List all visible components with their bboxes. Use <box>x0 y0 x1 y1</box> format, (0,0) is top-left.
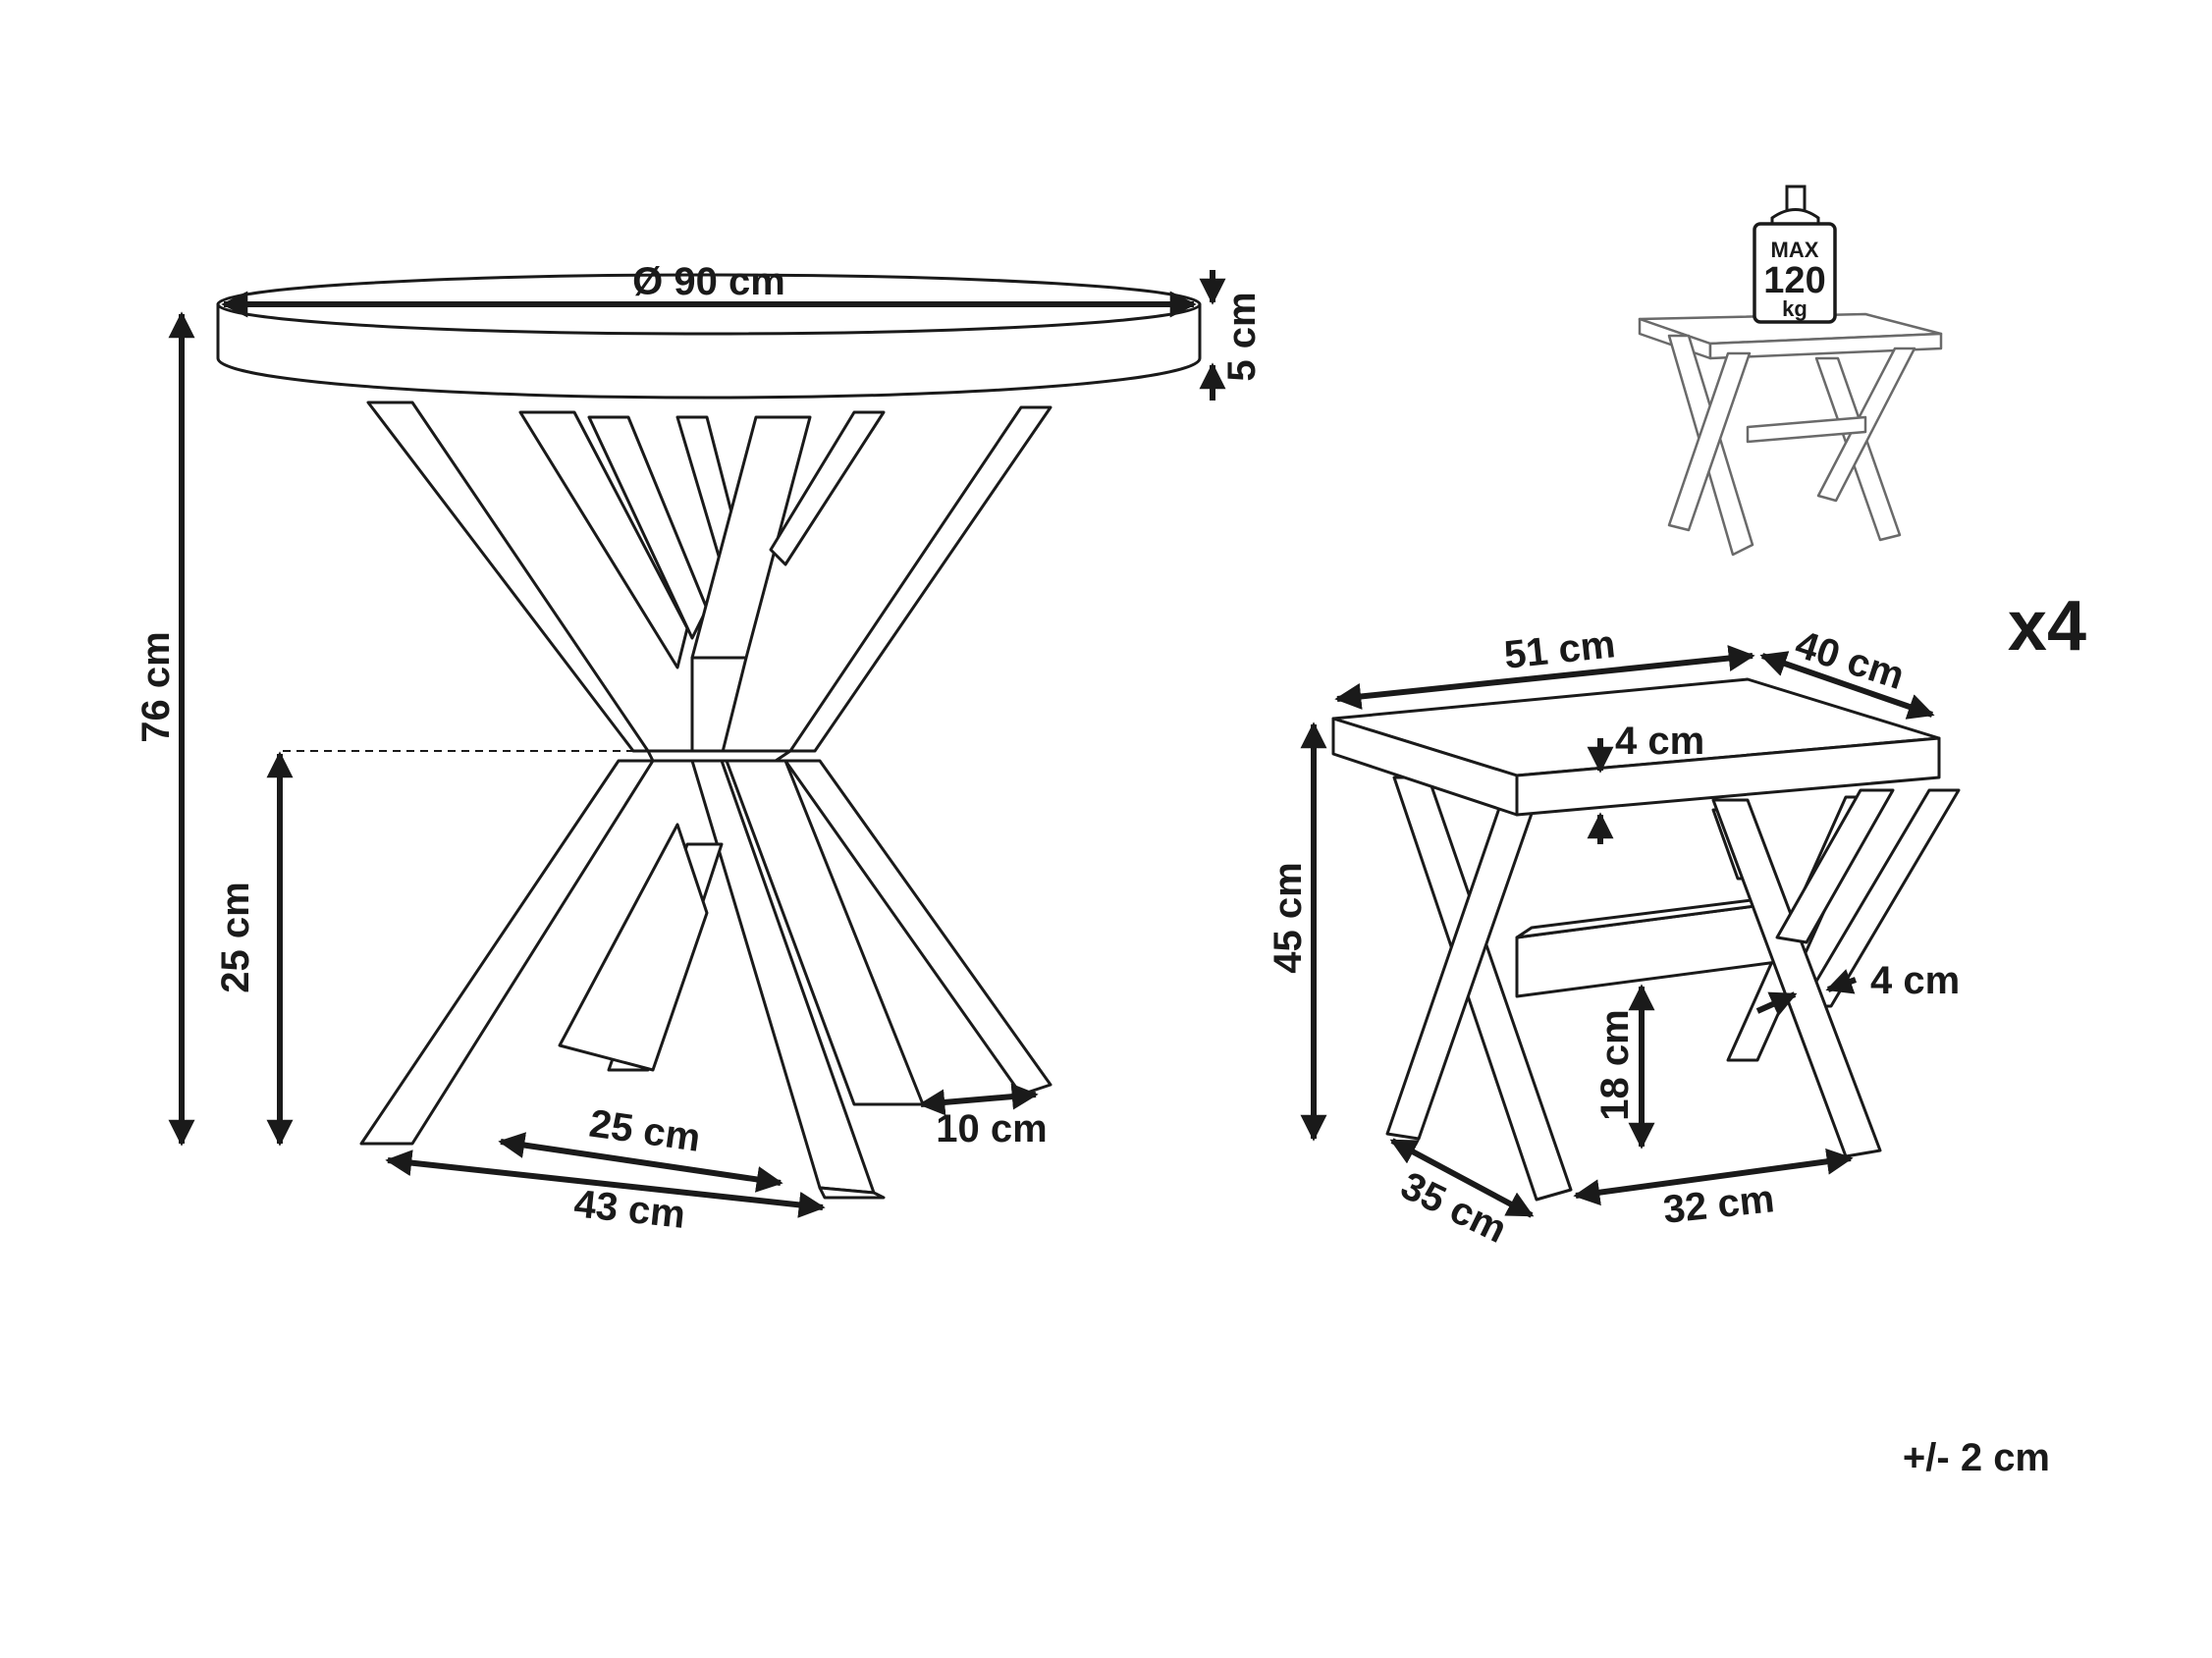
tolerance-note: +/- 2 cm <box>1903 1436 2050 1479</box>
dim-stool-length-arrow <box>1334 645 1755 710</box>
dim-top-thickness-label: 5 cm <box>1220 292 1264 381</box>
round-table-drawing: Ø 90 cm 5 cm 76 cm 25 cm 25 cm 43 cm 10 … <box>135 260 1264 1237</box>
dim-stool-base-depth-arrow <box>1389 1138 1535 1218</box>
dim-stool-base-length-label: 32 cm <box>1661 1177 1776 1232</box>
dim-crossing-height-label: 25 cm <box>214 882 257 992</box>
stool-quantity-label: x4 <box>2008 587 2086 666</box>
dim-stool-leg-outer-arrow <box>1825 969 1858 994</box>
max-load-line3: kg <box>1782 296 1807 321</box>
dim-stool-base-depth-label: 35 cm <box>1394 1164 1513 1252</box>
dim-stool-stretcher-height-label: 18 cm <box>1593 1009 1637 1120</box>
dim-foot-inner-label: 25 cm <box>587 1101 703 1159</box>
dim-leg-width-label: 10 cm <box>936 1107 1047 1150</box>
table-pedestal-legs <box>359 401 1052 1200</box>
dim-stool-width-arrow <box>1759 651 1935 720</box>
max-load-line1: MAX <box>1771 238 1819 262</box>
max-load-weight-icon: MAX 120 kg <box>1753 185 1837 324</box>
stool-load-preview: MAX 120 kg <box>1638 185 1943 557</box>
max-load-line2: 120 <box>1763 260 1825 301</box>
dim-foot-outer-arrow <box>385 1150 826 1218</box>
dim-stool-leg-thickness-label: 4 cm <box>1870 959 1960 1002</box>
dim-table-height-label: 76 cm <box>135 631 178 742</box>
dim-stool-height-label: 45 cm <box>1267 862 1310 973</box>
dim-stool-base-length-arrow <box>1573 1148 1854 1206</box>
dim-stool-top-thickness-label: 4 cm <box>1615 720 1704 763</box>
dim-diameter-label: Ø 90 cm <box>632 260 785 303</box>
dim-stool-leg-inner-arrow <box>1755 991 1798 1017</box>
dim-leg-width-arrow <box>918 1083 1039 1116</box>
